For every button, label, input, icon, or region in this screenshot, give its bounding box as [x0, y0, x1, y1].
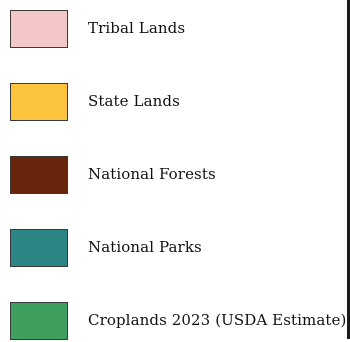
legend-item-tribal-lands: Tribal Lands: [0, 10, 346, 50]
legend-swatch-croplands: [10, 302, 68, 340]
legend-swatch-national-parks: [10, 229, 68, 267]
legend-item-national-forests: National Forests: [0, 156, 346, 196]
legend-label-national-forests: National Forests: [88, 165, 216, 183]
legend-swatch-state-lands: [10, 83, 68, 121]
legend-item-state-lands: State Lands: [0, 83, 346, 123]
legend-swatch-national-forests: [10, 156, 68, 194]
legend-label-tribal-lands: Tribal Lands: [88, 19, 186, 37]
legend-label-state-lands: State Lands: [88, 92, 180, 110]
legend-swatch-tribal-lands: [10, 10, 68, 48]
legend-label-croplands: Croplands 2023 (USDA Estimate): [88, 311, 347, 329]
legend-item-croplands: Croplands 2023 (USDA Estimate): [0, 302, 346, 342]
map-frame-edge: [347, 0, 350, 339]
legend-item-national-parks: National Parks: [0, 229, 346, 269]
legend-label-national-parks: National Parks: [88, 238, 202, 256]
